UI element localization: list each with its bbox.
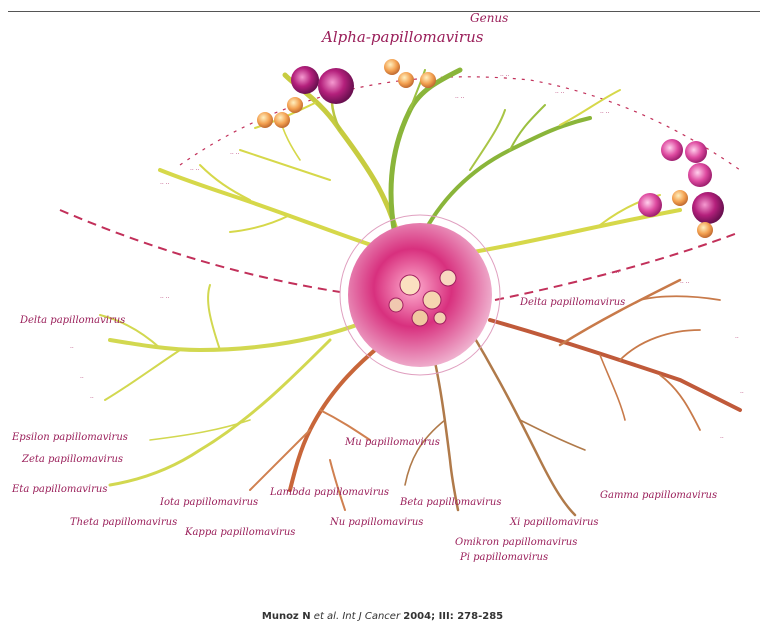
sphere-cluster-top [257,59,436,128]
label-gamma: Gamma papillomavirus [600,490,717,501]
genus-heading: Genus [470,11,508,25]
label-iota: Iota papillomavirus [159,497,258,508]
svg-text:·· ··: ·· ·· [160,295,170,302]
citation-author: Munoz N [262,611,311,622]
svg-text:·· ··: ·· ·· [190,167,200,174]
svg-text:··: ·· [740,390,744,397]
svg-text:··: ·· [70,345,74,352]
label-nu: Nu papillomavirus [329,517,423,528]
top-rule [8,11,760,12]
svg-text:·· ··: ·· ·· [610,270,620,277]
label-kappa: Kappa papillomavirus [184,527,295,538]
lower-left-branches [100,285,370,485]
label-omikron: Omikron papillomavirus [455,537,577,548]
label-delta-right: Delta papillomavirus [519,297,625,308]
citation-journal: Int J Cancer [342,611,400,622]
label-pi: Pi papillomavirus [459,552,548,563]
label-eta: Eta papillomavirus [11,484,107,495]
svg-text:··: ·· [735,335,739,342]
svg-text:·· ··: ·· ·· [600,110,610,117]
label-beta: Beta papillomavirus [399,497,501,508]
svg-text:··: ·· [720,435,724,442]
label-epsilon: Epsilon papillomavirus [11,432,128,443]
label-theta: Theta papillomavirus [70,517,177,528]
svg-text:·· ··: ·· ·· [500,73,510,80]
label-delta-left: Delta papillomavirus [19,315,125,326]
citation-details: 2004; III: 278-285 [403,611,503,622]
svg-text:·· ··: ·· ·· [230,151,240,158]
svg-text:·· ··: ·· ·· [455,95,465,102]
central-hub [340,215,500,375]
label-zeta: Zeta papillomavirus [21,454,123,465]
lower-brown-branches [250,280,740,515]
label-lambda: Lambda papillomavirus [269,487,389,498]
label-xi: Xi papillomavirus [509,517,599,528]
label-mu: Mu papillomavirus [344,437,440,448]
svg-text:·· ··: ·· ·· [680,280,690,287]
svg-text:·· ··: ·· ·· [555,90,565,97]
label-alpha: Alpha-papillomavirus [320,28,484,46]
svg-text:··: ·· [90,395,94,402]
svg-text:··: ·· [80,375,84,382]
svg-text:·· ··: ·· ·· [160,181,170,188]
citation: Munoz N et al. Int J Cancer 2004; III: 2… [0,611,765,622]
tree-diagram: ·· ·· ·· ·· ·· ·· ·· ·· ·· ·· ·· ·· ·· ·… [0,0,765,600]
sphere-cluster-right [638,139,724,238]
citation-etal: et al. [314,611,339,622]
